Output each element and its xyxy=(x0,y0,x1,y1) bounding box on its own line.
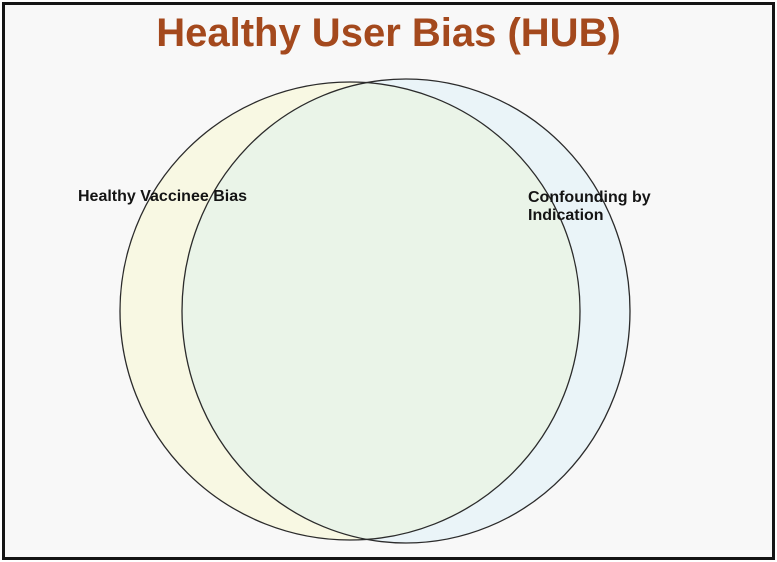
overlap-region xyxy=(182,82,580,540)
left-circle-outline xyxy=(119,81,581,541)
venn-diagram xyxy=(119,78,631,544)
right-set-label: Confounding by Indication xyxy=(528,189,651,224)
left-set-label: Healthy Vaccinee Bias xyxy=(78,188,247,205)
page-title: Healthy User Bias (HUB) xyxy=(156,11,621,55)
right-circle-outline xyxy=(181,78,631,544)
